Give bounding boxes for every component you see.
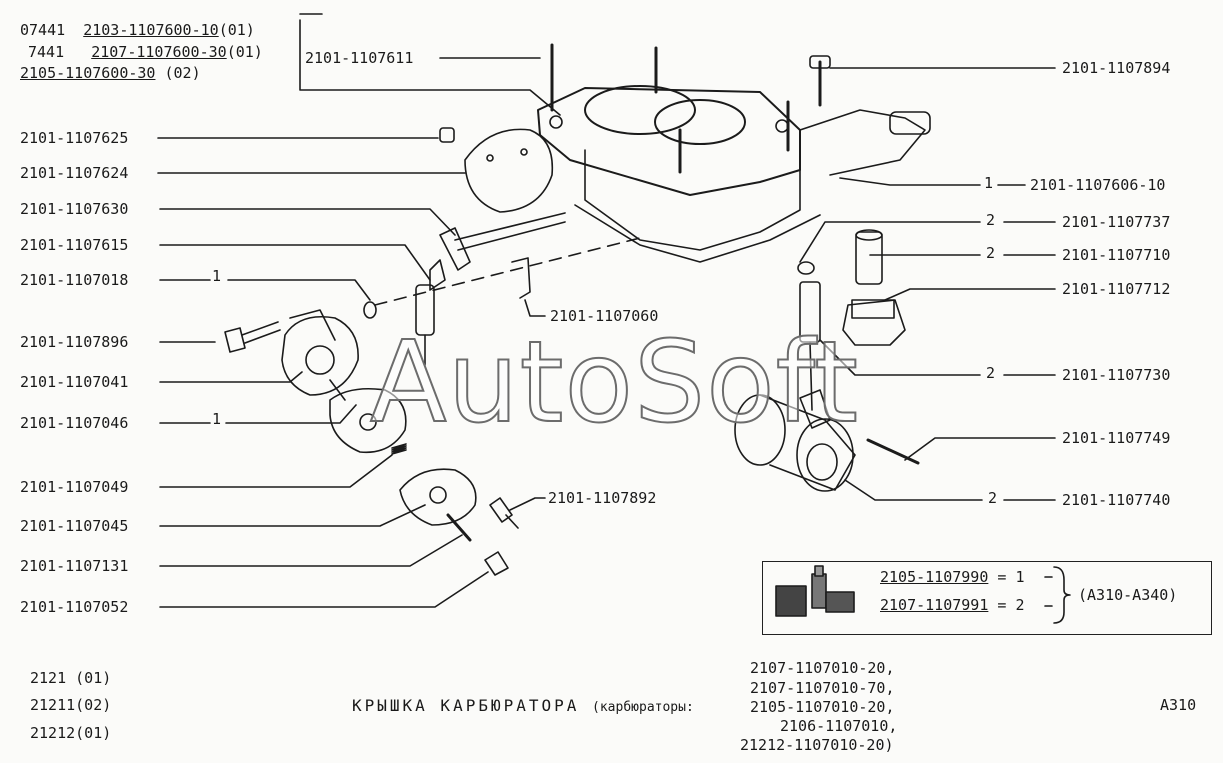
part-label-left[interactable]: 2101-1107131 [20, 557, 129, 575]
model-code: 21211(02) [30, 696, 112, 714]
part-label-1107060[interactable]: 2101-1107060 [550, 307, 659, 325]
title-note: (карбюраторы: [592, 700, 694, 715]
kit-quantity: = 2 [997, 596, 1025, 614]
part-label-right[interactable]: 2101-1107749 [1062, 429, 1171, 447]
quantity-marker: 1 [212, 267, 222, 285]
header-prefix: 7441 [28, 43, 65, 61]
part-label-left[interactable]: 2101-1107041 [20, 373, 129, 391]
part-label-right[interactable]: 2101-1107712 [1062, 280, 1171, 298]
kit-line-2[interactable]: 2107-1107991 = 2 [880, 597, 1025, 614]
kit-quantity: = 1 [997, 568, 1025, 586]
header-code-row: 2105-1107600-30 (02) [20, 65, 201, 82]
page-code: A310 [1160, 696, 1197, 714]
title-text: КРЫШКА КАРБЮРАТОРА [352, 696, 580, 715]
part-label-left[interactable]: 2101-1107046 [20, 414, 129, 432]
part-label-left[interactable]: 2101-1107018 [20, 271, 129, 289]
part-label-right[interactable]: 2101-1107737 [1062, 213, 1171, 231]
carburetor-code: 21212-1107010-20) [740, 736, 894, 754]
part-label-right[interactable]: 2101-1107730 [1062, 366, 1171, 384]
part-label-left[interactable]: 2101-1107625 [20, 129, 129, 147]
carburetor-code: 2106-1107010, [780, 717, 898, 735]
model-code: 2121 (01) [30, 669, 112, 687]
kit-part-number: 2105-1107990 [880, 568, 989, 586]
part-label-right[interactable]: 2101-1107894 [1062, 59, 1171, 77]
quantity-marker: 2 [988, 489, 998, 507]
header-prefix: 07441 [20, 21, 66, 39]
part-label-right[interactable]: 2101-1107710 [1062, 246, 1171, 264]
header-code-row: 7441 2107-1107600-30(01) [28, 44, 263, 61]
carburetor-code: 2105-1107010-20, [750, 698, 895, 716]
kit-part-number: 2107-1107991 [880, 596, 989, 614]
model-code: 21212(01) [30, 724, 112, 742]
carburetor-code: 2107-1107010-20, [750, 659, 895, 677]
quantity-marker: 2 [986, 244, 996, 262]
part-label-left[interactable]: 2101-1107615 [20, 236, 129, 254]
watermark: AutoSoft [369, 317, 860, 449]
part-label-left[interactable]: 2101-1107624 [20, 164, 129, 182]
header-part-number: 2103-1107600-10 [83, 21, 219, 39]
header-suffix: (01) [226, 43, 263, 61]
part-label-left[interactable]: 2101-1107052 [20, 598, 129, 616]
quantity-marker: 2 [986, 211, 996, 229]
part-label-right[interactable]: 2101-1107606-10 [1030, 176, 1166, 194]
quantity-marker: 1 [984, 174, 994, 192]
part-label-left[interactable]: 2101-1107630 [20, 200, 129, 218]
repair-kit-box [762, 561, 1212, 635]
quantity-marker: 1 [212, 410, 222, 428]
part-label-1107892[interactable]: 2101-1107892 [548, 489, 657, 507]
header-suffix: (02) [164, 64, 201, 82]
kit-line-1[interactable]: 2105-1107990 = 1 [880, 569, 1025, 586]
header-code-row: 07441 2103-1107600-10(01) [20, 22, 255, 39]
part-label-1107611[interactable]: 2101-1107611 [305, 49, 414, 67]
page-title: КРЫШКА КАРБЮРАТОРА (карбюраторы: [352, 696, 694, 715]
header-part-number: 2105-1107600-30 [20, 64, 156, 82]
part-label-right[interactable]: 2101-1107740 [1062, 491, 1171, 509]
kit-range: (A310-A340) [1078, 586, 1178, 604]
part-label-left[interactable]: 2101-1107049 [20, 478, 129, 496]
header-suffix: (01) [218, 21, 255, 39]
part-label-left[interactable]: 2101-1107896 [20, 333, 129, 351]
carburetor-code: 2107-1107010-70, [750, 679, 895, 697]
header-part-number: 2107-1107600-30 [91, 43, 227, 61]
quantity-marker: 2 [986, 364, 996, 382]
part-label-left[interactable]: 2101-1107045 [20, 517, 129, 535]
